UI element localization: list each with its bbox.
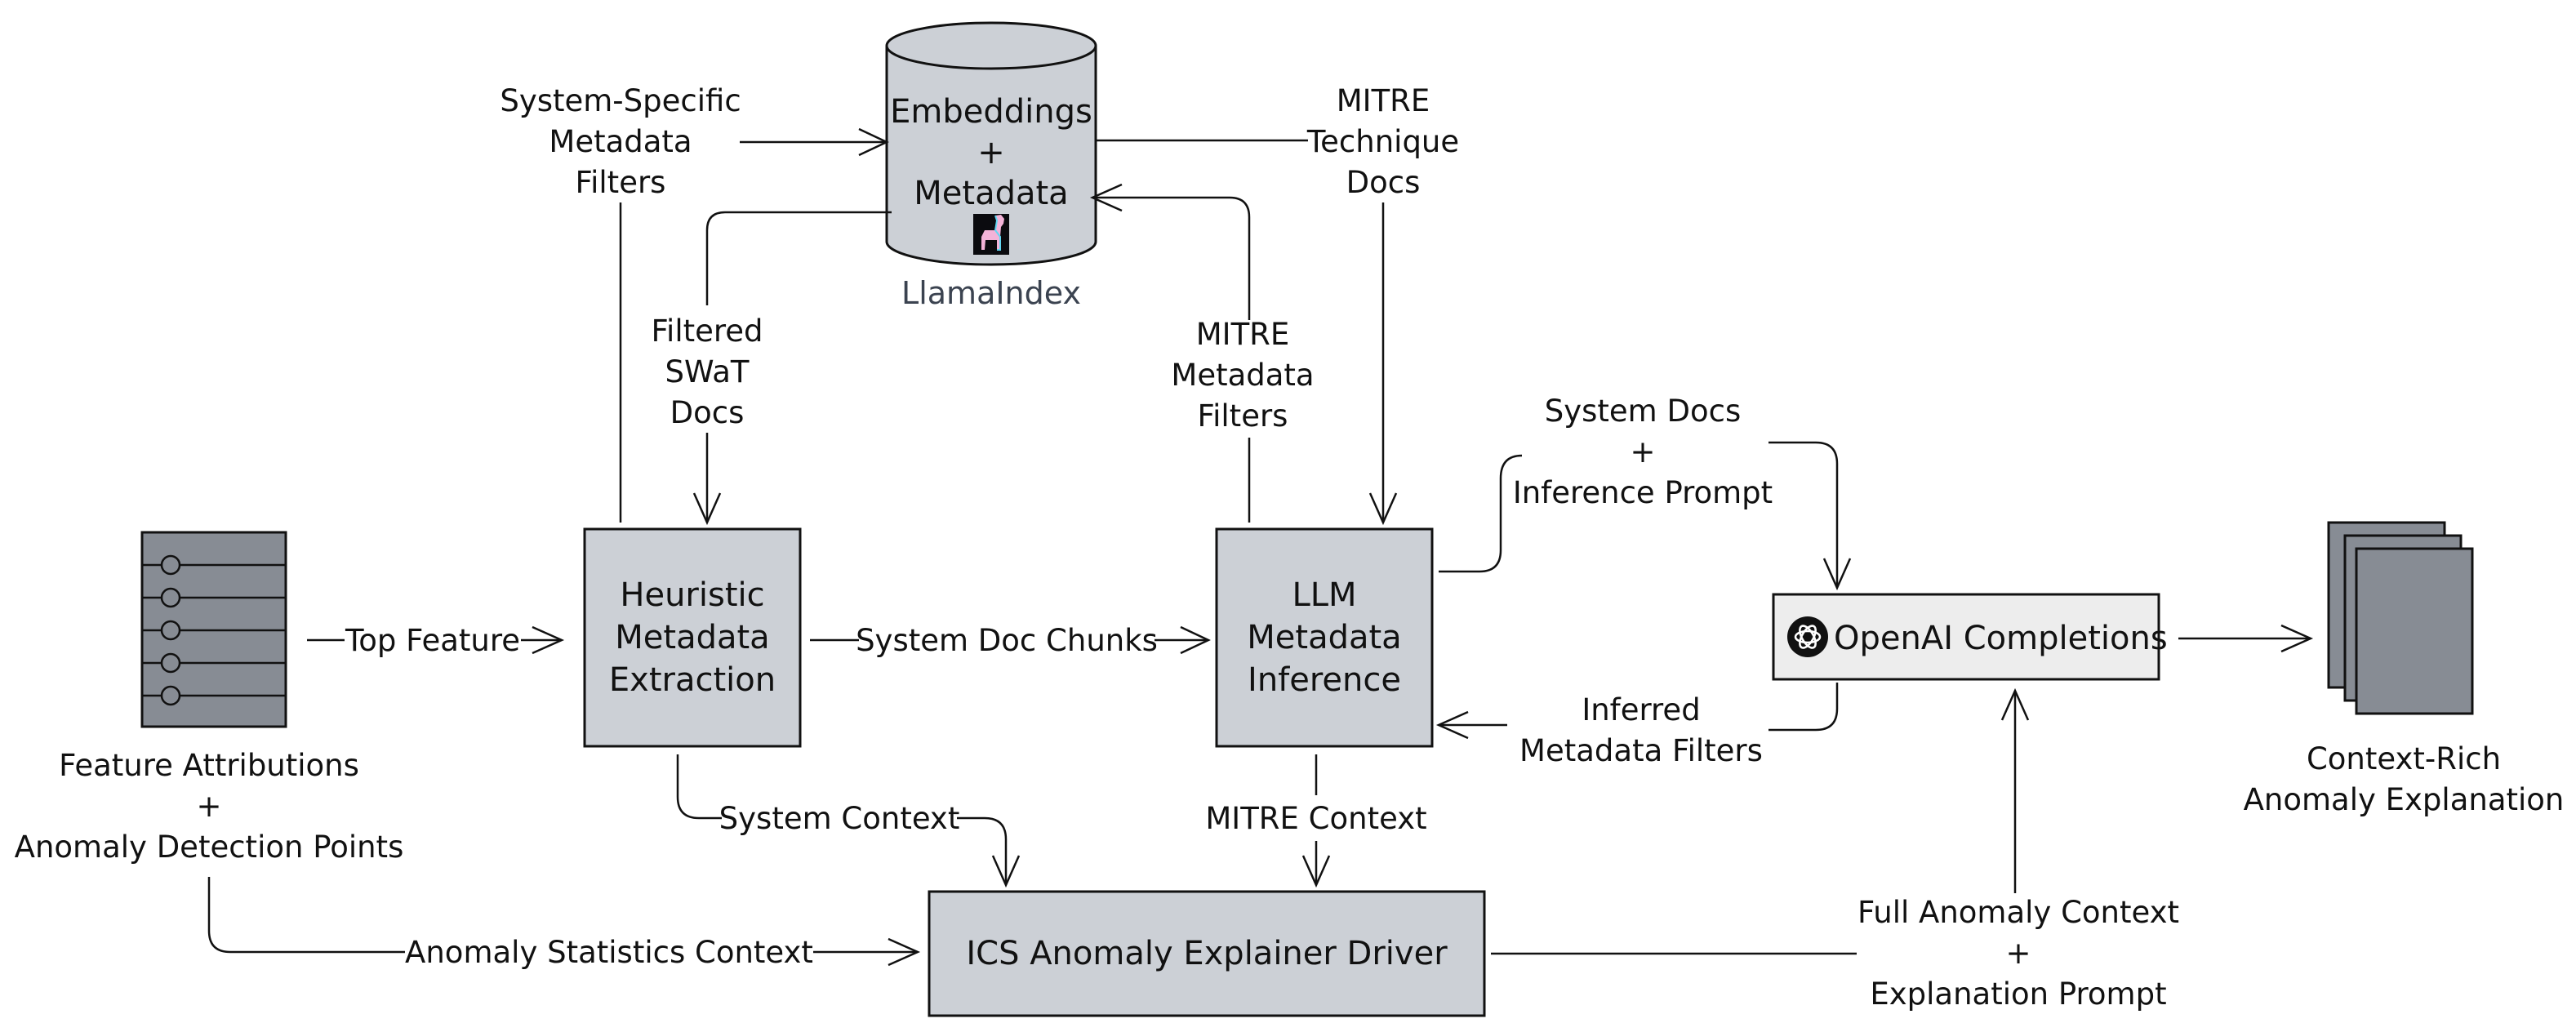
edge-label-full-context-1: Full Anomaly Context <box>1857 895 2179 930</box>
edge-label-system-filters-3: Filters <box>576 165 666 200</box>
edge-label-mitre-filters-3: Filters <box>1198 398 1288 434</box>
edge-label-mitre-context: MITRE Context <box>1205 801 1426 836</box>
feature-source-label-line-1: Feature Attributions <box>59 748 359 783</box>
edge-label-swat-docs-1: Filtered <box>651 314 763 349</box>
edge-label-full-context-3: Explanation Prompt <box>1870 976 2166 1012</box>
llm-box-line-2: Metadata <box>1247 619 1401 656</box>
edge-label-swat-docs-3: Docs <box>670 395 745 430</box>
openai-completions-box: OpenAI Completions <box>1772 593 2168 681</box>
edge-label-full-context-2: + <box>2005 936 2031 971</box>
edge-label-system-doc-chunks: System Doc Chunks <box>856 623 1158 658</box>
edge-label-swat-docs-2: SWaT <box>665 354 750 389</box>
edge-label-system-context: System Context <box>719 801 960 836</box>
database-label-line-2: + <box>977 134 1005 171</box>
edge-label-mitre-docs-1: MITRE <box>1337 83 1430 118</box>
database-label-line-1: Embeddings <box>890 93 1092 131</box>
edge-label-system-docs-3: Inference Prompt <box>1513 475 1773 510</box>
feature-source-label-line-2: + <box>196 789 221 824</box>
feature-list-icon <box>140 531 287 728</box>
edge-label-system-filters-1: System-Specific <box>500 83 741 118</box>
openai-icon <box>1787 616 1828 657</box>
feature-source-label-line-3: Anomaly Detection Points <box>15 830 404 865</box>
heuristic-extraction-box: Heuristic Metadata Extraction <box>583 527 802 748</box>
edge-label-top-feature: Top Feature <box>345 623 520 658</box>
documents-icon <box>2327 521 2474 715</box>
output-label-line-2: Anomaly Explanation <box>2244 782 2565 817</box>
edge-label-anomaly-statistics: Anomaly Statistics Context <box>405 935 813 970</box>
driver-box-label: ICS Anomaly Explainer Driver <box>966 935 1448 972</box>
llm-inference-box: LLM Metadata Inference <box>1215 527 1434 748</box>
llm-box-line-1: LLM <box>1292 576 1356 614</box>
connectors <box>207 127 2314 967</box>
edge-label-mitre-docs-3: Docs <box>1346 165 1421 200</box>
edge-label-mitre-filters-2: Metadata <box>1171 358 1314 393</box>
edge-label-system-filters-2: Metadata <box>549 124 692 159</box>
openai-box-label: OpenAI Completions <box>1834 620 2168 657</box>
vector-database: Embeddings + Metadata LlamaIndex <box>885 21 1097 311</box>
heuristic-box-line-2: Metadata <box>615 619 769 656</box>
explainer-driver-box: ICS Anomaly Explainer Driver <box>928 890 1486 1017</box>
heuristic-box-line-1: Heuristic <box>620 576 764 614</box>
edge-label-inferred-1: Inferred <box>1582 692 1700 727</box>
edge-label-mitre-docs-2: Technique <box>1306 124 1459 159</box>
edge-label-mitre-filters-1: MITRE <box>1196 317 1290 352</box>
edge-label-inferred-2: Metadata Filters <box>1519 733 1763 768</box>
edge-label-system-docs-1: System Docs <box>1545 394 1741 429</box>
database-cylinder <box>885 46 1097 266</box>
edge-label-system-docs-2: + <box>1630 434 1655 469</box>
llama-icon <box>973 214 1009 255</box>
database-label-line-3: Metadata <box>914 175 1068 212</box>
database-caption: LlamaIndex <box>901 275 1081 311</box>
output-label-line-1: Context-Rich <box>2307 741 2501 776</box>
llm-box-line-3: Inference <box>1248 661 1401 699</box>
database-top <box>885 21 1097 70</box>
heuristic-box-line-3: Extraction <box>609 661 776 699</box>
